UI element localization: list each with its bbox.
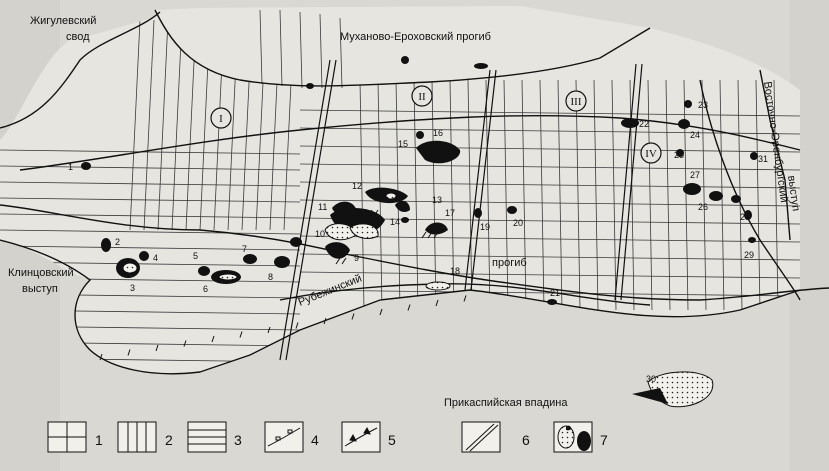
field-number: 22	[639, 119, 649, 129]
field-number: 27	[690, 170, 700, 180]
label-zhigulevsky-1: Жигулевский	[30, 15, 96, 27]
legend-label-6: 6	[522, 432, 530, 448]
field-number: 1	[68, 162, 73, 172]
zone-label-4: IV	[645, 148, 657, 160]
field-number: 31	[758, 154, 768, 164]
zone-label-1: I	[219, 113, 223, 125]
label-mukhanovo: Муханово-Ероховский прогиб	[340, 31, 491, 43]
field-number: 6	[203, 284, 208, 294]
zone-circle	[640, 142, 662, 164]
field-number: 29	[744, 250, 754, 260]
zone-circle	[411, 85, 433, 107]
label-klintsovsky-1: Клинцовский	[8, 267, 74, 279]
field-number: 4	[153, 253, 158, 263]
boundary-lines	[0, 9, 829, 375]
field-number: 16	[433, 128, 443, 138]
zone-circle	[565, 90, 587, 112]
field-number: 11	[318, 202, 327, 212]
field-number: 15	[398, 139, 408, 149]
field-number: 7	[242, 244, 247, 254]
label-progib: прогиб	[492, 257, 527, 269]
zone-label-2: II	[418, 91, 426, 103]
field-number: 20	[513, 218, 523, 228]
field-number: 30	[646, 374, 656, 384]
legend-label-2: 2	[165, 432, 173, 448]
field-number: 25	[674, 150, 684, 160]
field-number: 3	[130, 283, 135, 293]
field-number: 26	[698, 202, 708, 212]
legend-label-5: 5	[388, 432, 396, 448]
field-number: 24	[690, 130, 700, 140]
field-number: 8	[268, 272, 273, 282]
field-number: 28	[740, 212, 750, 222]
field-number: 9	[354, 253, 359, 263]
field-number: 14	[390, 217, 400, 227]
field-number: 2	[115, 237, 120, 247]
zone-label-3: III	[571, 96, 582, 108]
field-number: 10	[315, 229, 325, 239]
legend-label-4: 4	[311, 432, 319, 448]
field-number: 13	[432, 195, 442, 205]
field-number: 5	[193, 251, 198, 261]
legend-label-1: 1	[95, 432, 103, 448]
legend: 1 2 3 4 5 6 7	[47, 421, 608, 453]
field-number: 18	[450, 266, 460, 276]
legend-label-7: 7	[600, 432, 608, 448]
label-zhigulevsky-2: свод	[66, 31, 90, 43]
hatching	[0, 19, 800, 363]
field-number: 21	[550, 288, 560, 298]
label-vostochno-2: выступ	[785, 175, 802, 212]
field-number: 19	[480, 222, 490, 232]
field-number: 23	[698, 100, 708, 110]
zone-circle	[210, 107, 232, 129]
label-klintsovsky-2: выступ	[22, 283, 58, 295]
label-prikaspiyskaya: Прикаспийская впадина	[444, 397, 568, 409]
legend-label-3: 3	[234, 432, 242, 448]
field-number: 17	[445, 208, 455, 218]
field-number: 12	[352, 181, 362, 191]
